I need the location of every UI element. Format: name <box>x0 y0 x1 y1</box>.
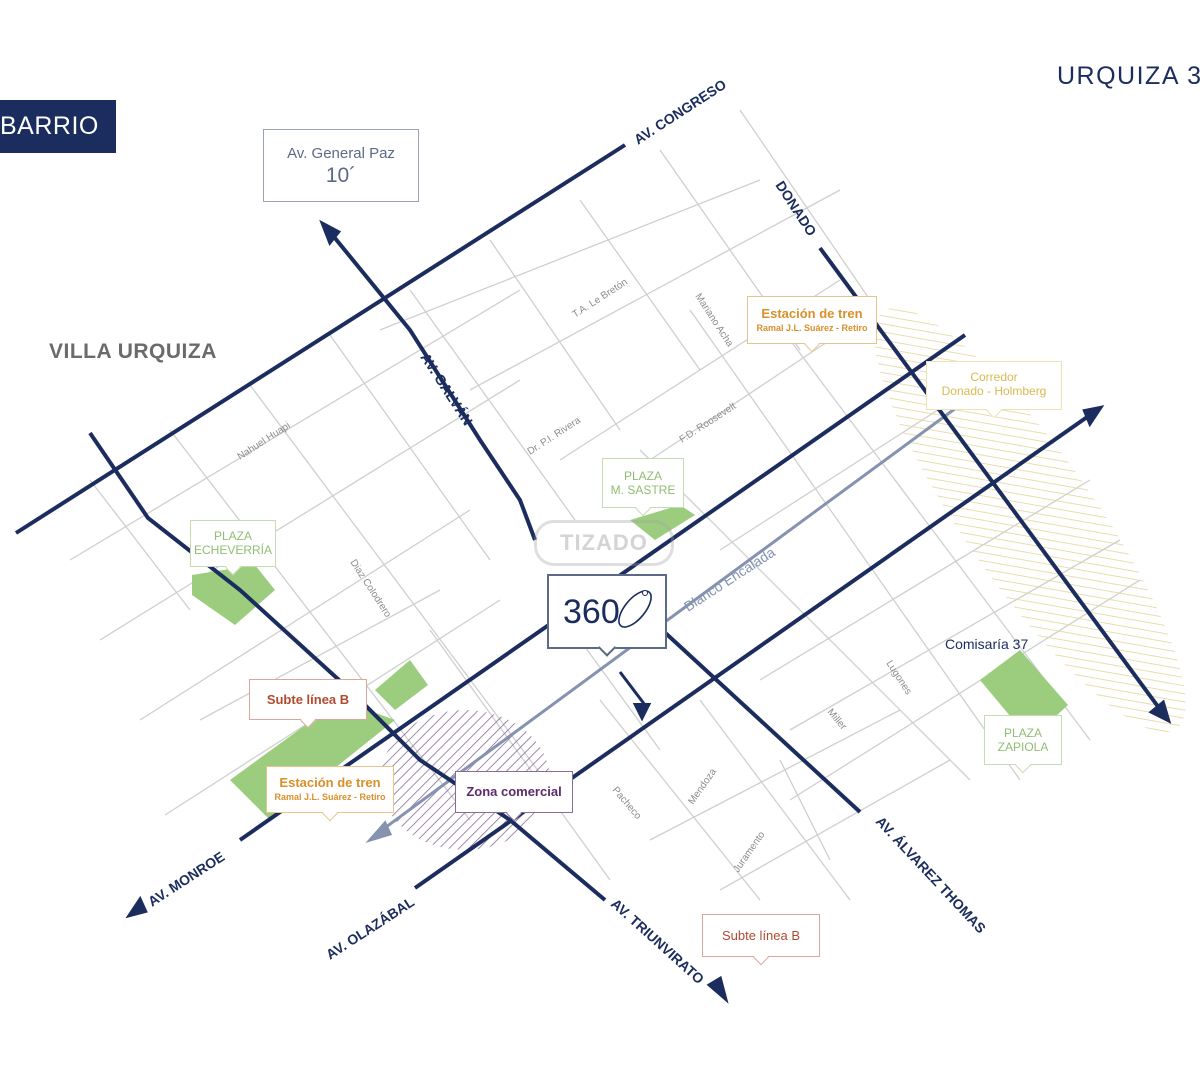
neighborhood-label: VILLA URQUIZA <box>49 340 217 363</box>
park-small <box>375 660 428 710</box>
subte-bottom-title: Subte línea B <box>721 928 801 943</box>
callout-plaza-zapiola: PLAZA ZAPIOLA <box>984 715 1062 765</box>
label-lugones: Lugones <box>883 659 913 697</box>
av-triunvirato-line <box>88 431 607 902</box>
callout-train-bottom: Estación de tren Ramal J.L. Suárez - Ret… <box>266 766 394 813</box>
label-mariano-acha: Mariano Acha <box>692 292 735 350</box>
label-monroe: AV. MONROE <box>145 848 227 909</box>
watermark-logo: TIZADO <box>534 520 674 566</box>
av-congreso-line <box>14 143 627 535</box>
blanco-encalada-line <box>365 403 961 843</box>
callout-zona-comercial: Zona comercial <box>455 771 573 813</box>
label-miller: Miller <box>825 707 849 733</box>
label-alvarez-thomas: AV. ÁLVAREZ THOMAS <box>873 813 989 936</box>
av-galvan-line <box>328 230 537 541</box>
section-badge: BARRIO <box>0 100 116 153</box>
label-le-breton: T.A. Le Bretón <box>571 277 630 321</box>
label-donado: DONADO <box>772 178 819 239</box>
project-marker: 360 <box>547 574 667 649</box>
comisaria-label: Comisaría 37 <box>945 636 1029 652</box>
callout-subte-bottom: Subte línea B <box>702 914 820 957</box>
orbit-icon <box>618 590 652 628</box>
label-blanco-encalada: Blanco Encalada <box>681 544 778 615</box>
train-top-subtitle: Ramal J.L. Suárez - Retiro <box>756 323 868 333</box>
callout-subte-left: Subte línea B <box>249 679 367 720</box>
general-paz-time: 10´ <box>325 164 357 187</box>
plaza-echeverria-line1: PLAZA <box>213 529 252 543</box>
plaza-sastre-line2: M. SASTRE <box>610 483 676 497</box>
label-nahuel-huapi: Nahuel Huapi <box>236 420 293 462</box>
callout-plaza-sastre: PLAZA M. SASTRE <box>602 458 684 508</box>
subte-left-title: Subte línea B <box>266 692 350 707</box>
general-paz-box: Av. General Paz 10´ <box>263 129 419 202</box>
corredor-line2: Donado - Holmberg <box>941 384 1047 398</box>
train-bottom-title: Estación de tren <box>279 775 381 790</box>
callout-train-top: Estación de tren Ramal J.L. Suárez - Ret… <box>747 296 877 344</box>
label-congreso: AV. CONGRESO <box>631 76 729 148</box>
label-juramento: Juramento <box>731 829 767 874</box>
plaza-zapiola-line1: PLAZA <box>1003 726 1042 740</box>
donado-line <box>818 246 1164 714</box>
train-top-title: Estación de tren <box>761 306 863 321</box>
label-mendoza: Mendoza <box>686 766 719 806</box>
zona-comercial-title: Zona comercial <box>466 784 562 799</box>
corredor-line1: Corredor <box>970 370 1018 384</box>
callout-plaza-echeverria: PLAZA ECHEVERRÍA <box>190 520 276 567</box>
project-title: URQUIZA 3 <box>1057 62 1200 90</box>
corredor-zone <box>874 307 1186 733</box>
park-echeverria <box>192 565 275 625</box>
label-triunvirato: AV. TRIUNVIRATO <box>608 895 707 987</box>
train-bottom-subtitle: Ramal J.L. Suárez - Retiro <box>274 792 386 802</box>
label-roosevelt: F.D. Roosevelt <box>678 401 739 446</box>
label-olazabal: AV. OLAZÁBAL <box>323 893 418 962</box>
project-number: 360 <box>563 593 620 631</box>
plaza-echeverria-line2: ECHEVERRÍA <box>193 543 273 557</box>
plaza-sastre-line1: PLAZA <box>623 469 662 483</box>
general-paz-label: Av. General Paz <box>287 145 395 162</box>
label-pacheco: Pacheco <box>610 785 644 822</box>
plaza-zapiola-line2: ZAPIOLA <box>997 740 1049 754</box>
callout-corredor: Corredor Donado - Holmberg <box>926 361 1062 410</box>
label-galvan: AV. GALVÁN <box>417 350 476 428</box>
av-alvarez-thomas-line <box>658 626 862 814</box>
